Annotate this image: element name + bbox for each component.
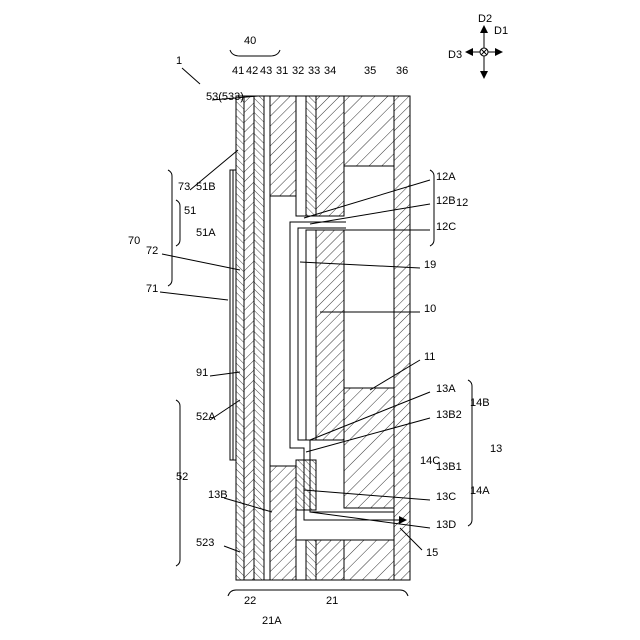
- layer-34-bottom: [316, 540, 344, 580]
- element-12A: [306, 230, 316, 440]
- label-41: 41: [232, 65, 244, 77]
- axis-d1-label: D1: [494, 25, 508, 37]
- label-91: 91: [196, 367, 208, 379]
- label-32: 32: [292, 65, 304, 77]
- layer-32-bottom: [296, 540, 306, 580]
- label-19: 19: [424, 259, 436, 271]
- label-21: 21: [326, 595, 338, 607]
- label-21A: 21A: [262, 615, 282, 627]
- axis-d3-label: D3: [448, 49, 462, 61]
- label-22: 22: [244, 595, 256, 607]
- layer-22: [264, 96, 270, 580]
- label-36: 36: [396, 65, 408, 77]
- label-40: 40: [244, 35, 256, 47]
- label-1: 1: [176, 55, 182, 67]
- layer-34-top: [316, 96, 344, 216]
- element-10: [316, 230, 344, 440]
- label-35: 35: [364, 65, 376, 77]
- layer-41: [236, 96, 244, 580]
- label-71: 71: [146, 283, 158, 295]
- label-14A: 14A: [470, 485, 490, 497]
- layer-36: [394, 96, 410, 580]
- label-12B: 12B: [436, 195, 456, 207]
- label-13B1: 13B1: [436, 461, 462, 473]
- layer-32-top: [296, 96, 306, 216]
- label-13C: 13C: [436, 491, 456, 503]
- label-13B: 13B: [208, 489, 228, 501]
- label-72: 72: [146, 245, 158, 257]
- label-33: 33: [308, 65, 320, 77]
- block-11: [344, 388, 394, 508]
- label-523: 523: [196, 537, 214, 549]
- layer-31-bottom: [270, 466, 296, 580]
- label-12C: 12C: [436, 221, 456, 233]
- label-73: 73: [178, 181, 190, 193]
- label-52A: 52A: [196, 411, 216, 423]
- axis-d2-label: D2: [478, 13, 492, 25]
- label-11: 11: [424, 351, 435, 363]
- label-53-533: 53(533): [206, 91, 244, 103]
- label-13: 13: [490, 443, 502, 455]
- label-52: 52: [176, 471, 188, 483]
- label-13A: 13A: [436, 383, 456, 395]
- layer-42: [244, 96, 254, 580]
- label-12A: 12A: [436, 171, 456, 183]
- label-10: 10: [424, 303, 436, 315]
- element-13A-step: [296, 460, 316, 510]
- label-51A: 51A: [196, 227, 216, 239]
- label-31: 31: [276, 65, 288, 77]
- layer-31-top: [270, 96, 296, 196]
- label-70: 70: [128, 235, 140, 247]
- label-15: 15: [426, 547, 438, 559]
- label-12: 12: [456, 197, 468, 209]
- label-43: 43: [260, 65, 272, 77]
- axis-indicator: D2 D1 D3: [448, 13, 508, 78]
- label-51: 51: [184, 205, 196, 217]
- label-34: 34: [324, 65, 336, 77]
- layer-33-bottom: [306, 540, 316, 580]
- label-42: 42: [246, 65, 258, 77]
- layer-35-bottom: [344, 540, 394, 580]
- layer-35-top: [344, 96, 394, 166]
- label-14B: 14B: [470, 397, 490, 409]
- label-13B2: 13B2: [436, 409, 462, 421]
- label-13D: 13D: [436, 519, 456, 531]
- layer-33-top: [306, 96, 316, 216]
